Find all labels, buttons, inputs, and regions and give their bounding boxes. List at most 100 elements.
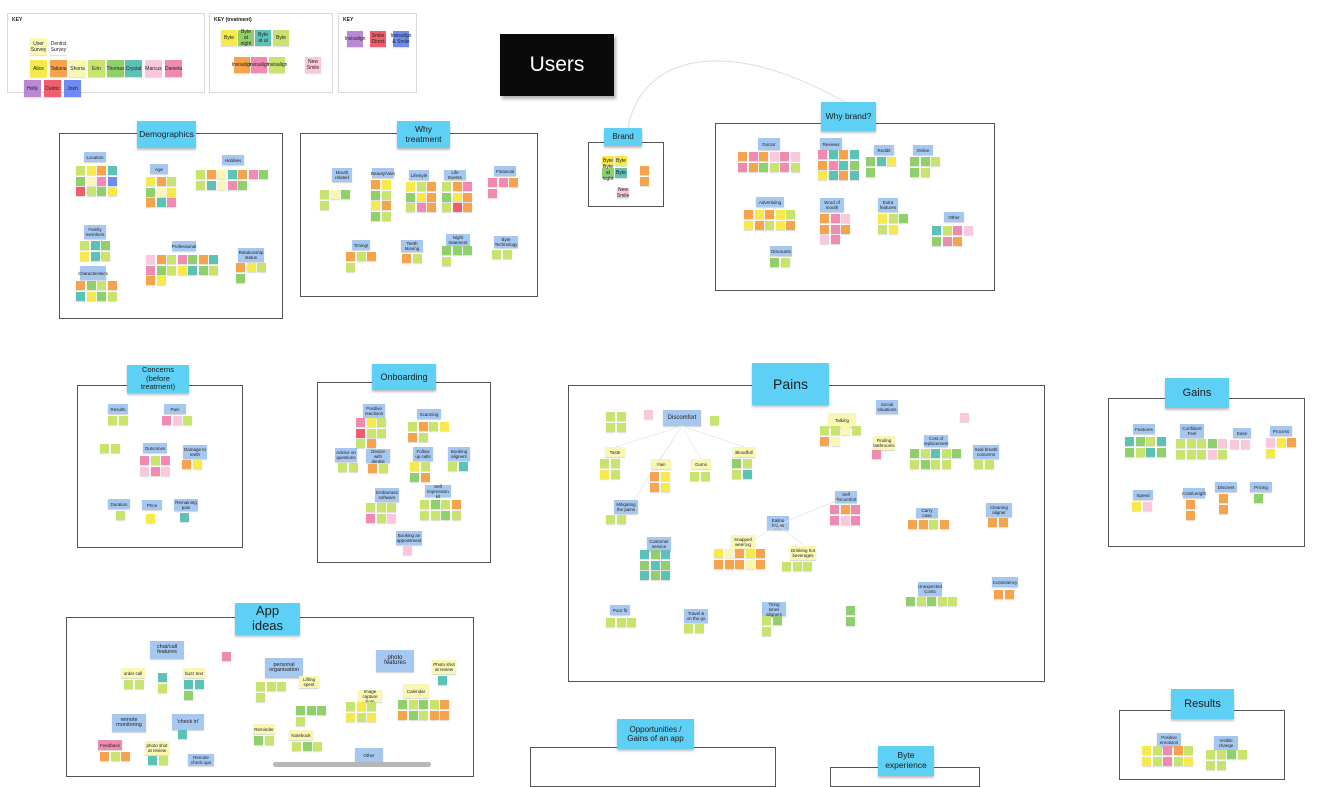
gains-discreet[interactable]: Discreet xyxy=(1215,482,1237,492)
app-ideas-photo[interactable]: photo features xyxy=(376,650,414,672)
why-brand-reviews[interactable]: Reviews xyxy=(820,138,842,150)
key-note-byte-at-al[interactable]: Byte at al xyxy=(255,30,271,46)
key-note-byte-2[interactable]: Byte xyxy=(273,30,289,46)
key-note-invisalign-purple[interactable]: Invisalign xyxy=(345,31,365,47)
demographics-hobbies[interactable]: Hobbies xyxy=(222,155,244,165)
app-ideas-title[interactable]: App ideas xyxy=(235,603,300,635)
byte-experience-title[interactable]: Byte experience xyxy=(878,746,934,776)
concerns-frame[interactable] xyxy=(77,385,243,548)
opportunities-frame[interactable] xyxy=(530,747,776,787)
app-ideas-personal-org[interactable]: personal organisation xyxy=(265,658,303,678)
brand-title[interactable]: Brand xyxy=(604,128,642,146)
why-brand-title[interactable]: Why brand? xyxy=(821,102,876,131)
demographics-title[interactable]: Demographics xyxy=(137,121,196,148)
brand-byte-night[interactable]: Byte at night xyxy=(602,164,614,182)
gains-cost-length[interactable]: Cost/Length xyxy=(1182,488,1206,498)
pains-snapped[interactable]: Snapped wearing xyxy=(731,535,755,549)
gains-frame[interactable] xyxy=(1108,398,1305,547)
pains-eating[interactable]: Eating habits xyxy=(767,516,789,530)
why-treatment-timing[interactable]: Timing! xyxy=(352,240,370,250)
pains-replacement[interactable]: Cost of replacement xyxy=(923,435,949,447)
demographics-age[interactable]: Age xyxy=(150,164,168,174)
why-brand-doctor[interactable]: Doctor xyxy=(758,138,780,150)
pains-seal-breath[interactable]: Seal breath concerns xyxy=(973,445,999,459)
key-note-daniela[interactable]: Daniela xyxy=(165,60,182,77)
onboarding-title[interactable]: Onboarding xyxy=(372,364,436,390)
pains-tiring-times[interactable]: Tiring times aligners xyxy=(762,602,786,617)
app-ideas-chat[interactable]: chat/call features xyxy=(150,641,184,659)
pains-poor-fit[interactable]: Poor fit xyxy=(610,605,630,615)
concerns-damage[interactable]: Damage to teeth xyxy=(183,445,207,459)
pains-taste[interactable]: Taste xyxy=(605,447,625,457)
brand-byte-1[interactable]: Byte xyxy=(602,156,614,166)
app-ideas-other[interactable]: Other xyxy=(355,748,383,762)
key-note-invisalign-1[interactable]: Invisalign xyxy=(232,57,252,73)
key-note-invisalign-3[interactable]: Invisalign xyxy=(267,57,287,73)
key-note-shona[interactable]: Shona xyxy=(69,60,86,77)
gains-confident[interactable]: Confident Feel xyxy=(1180,424,1204,438)
results-title[interactable]: Results xyxy=(1171,689,1234,719)
demographics-relationship[interactable]: Relationship status xyxy=(238,248,264,262)
concerns-price[interactable]: Price xyxy=(142,500,162,510)
onboarding-follow-up[interactable]: Follow up calls xyxy=(413,447,433,461)
concerns-duration[interactable]: Duration xyxy=(108,499,130,509)
concerns-remaining-pain[interactable]: Remaining pain xyxy=(174,499,198,511)
opportunities-title[interactable]: Opportunities / Gains of an app xyxy=(617,719,694,749)
key-note-byte-at-night[interactable]: Byte at night xyxy=(238,29,254,47)
onboarding-booking-appointment[interactable]: Booking an appointment xyxy=(396,531,422,545)
key-note-josh[interactable]: Josh xyxy=(64,80,81,97)
why-treatment-mouth[interactable]: Mouth related xyxy=(332,168,352,182)
pains-self-discomfort[interactable]: Self discomfort xyxy=(835,491,857,503)
onboarding-positive[interactable]: Positive reactions xyxy=(363,404,385,418)
gains-features[interactable]: Features xyxy=(1133,424,1155,434)
why-treatment-title[interactable]: Why treatment xyxy=(397,121,450,148)
app-ideas-buzz-text[interactable]: buzz text xyxy=(183,668,205,678)
results-positive[interactable]: Positive emotions xyxy=(1157,733,1181,747)
why-brand-discounts[interactable]: Discounts xyxy=(770,246,792,256)
app-ideas-calendar[interactable]: Calendar xyxy=(403,684,429,698)
results-visible-change[interactable]: Visible change xyxy=(1214,736,1238,750)
key-note-erin[interactable]: Erin xyxy=(88,60,105,77)
app-ideas-lifting[interactable]: Lifting spent xyxy=(299,676,319,688)
why-treatment-life-events[interactable]: Life Events xyxy=(444,170,466,180)
why-brand-word-of-mouth[interactable]: Word of mouth xyxy=(820,198,844,212)
concerns-title[interactable]: Concerns (before treatment) xyxy=(127,365,189,393)
app-ideas-photo-shot-2[interactable]: Photo shot at review xyxy=(432,660,456,674)
why-brand-extra-features[interactable]: Extra features xyxy=(878,198,898,212)
gains-pricing[interactable]: Pricing xyxy=(1250,482,1272,492)
pains-bloodfull[interactable]: Bloodfull xyxy=(733,447,755,457)
app-ideas-reminder[interactable]: Reminder xyxy=(253,724,275,734)
key-note-crystal[interactable]: Crystal xyxy=(125,60,142,77)
gains-process[interactable]: Process xyxy=(1270,426,1292,436)
demographics-professional[interactable]: Professional xyxy=(172,241,196,251)
brand-byte-2[interactable]: Byte xyxy=(615,156,627,166)
app-ideas-image-capture[interactable]: Image capture from xyxy=(358,689,382,704)
pains-frame[interactable] xyxy=(568,385,1045,682)
demographics-characteristics[interactable]: Characteristics xyxy=(78,266,108,280)
why-brand-online[interactable]: Online xyxy=(913,145,933,155)
source-key-frame[interactable]: KEY Invisalign Smile Direct Invisalign &… xyxy=(338,13,417,93)
key-note-smile-direct[interactable]: Smile Direct xyxy=(370,31,386,47)
onboarding-impression-kit[interactable]: Self impression kit xyxy=(425,484,451,499)
why-treatment-financial[interactable]: Financial xyxy=(494,166,516,176)
why-brand-advertising[interactable]: Advertising xyxy=(756,197,784,207)
why-brand-other[interactable]: Other xyxy=(944,212,964,222)
pains-cleaning[interactable]: Cleaning aligner xyxy=(986,503,1012,517)
users-title[interactable]: Users xyxy=(500,34,614,96)
app-ideas-notebook[interactable]: Notebook xyxy=(289,730,313,740)
why-treatment-beauty[interactable]: Beauty/Vain xyxy=(371,168,395,178)
treatment-key-frame[interactable]: KEY (treatment) Byte Byte at night Byte … xyxy=(209,13,333,93)
app-ideas-remote[interactable]: remote monitoring xyxy=(112,714,146,732)
pains-social[interactable]: Social situations xyxy=(876,400,898,414)
results-frame[interactable] xyxy=(1119,710,1285,780)
key-note-byte[interactable]: Byte xyxy=(221,30,237,46)
horizontal-scrollbar[interactable] xyxy=(273,762,431,767)
key-note-invisalign-smile[interactable]: Invisalign & Smile xyxy=(390,31,412,47)
why-treatment-lifestyle[interactable]: Lifestyle xyxy=(409,170,429,180)
pains-customer-service[interactable]: Customer service xyxy=(647,537,671,551)
pains-hot-beverages[interactable]: Drinking hot beverages xyxy=(790,546,816,560)
key-note-tatiana[interactable]: Tatiana xyxy=(50,60,67,77)
key-note-invisalign-2[interactable]: Invisalign xyxy=(249,57,269,73)
why-brand-reddit[interactable]: Reddit xyxy=(874,145,894,155)
pains-discomfort[interactable]: Discomfort xyxy=(663,410,701,426)
